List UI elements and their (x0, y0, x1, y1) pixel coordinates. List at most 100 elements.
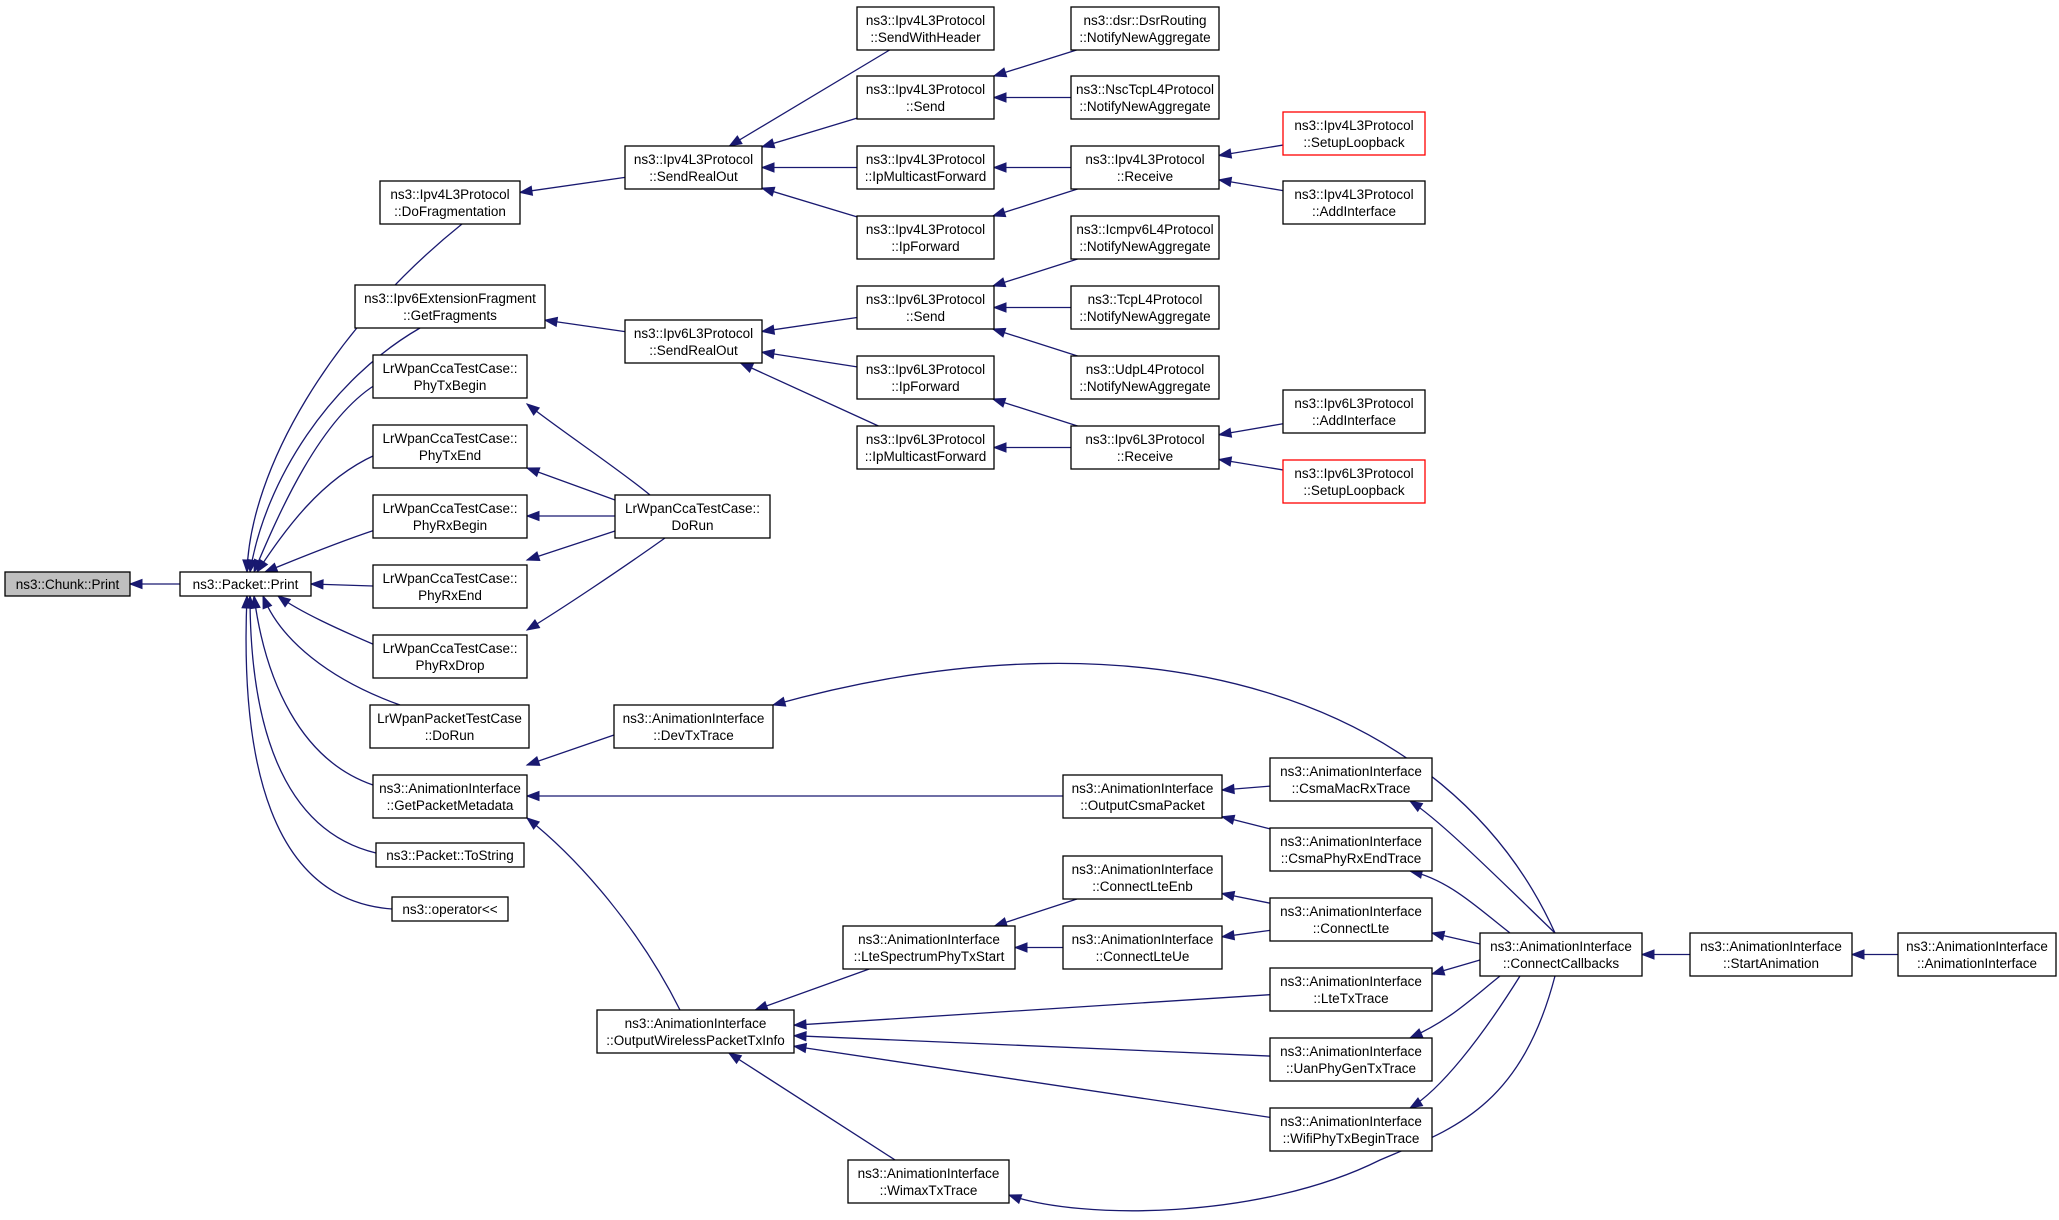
node-phytxbegin[interactable]: LrWpanCcaTestCase::PhyTxBegin (372, 354, 528, 399)
node-box (372, 564, 528, 609)
edge-phytxend-to-packet_print-arrowhead (256, 558, 269, 574)
node-lrwpanpkt[interactable]: LrWpanPacketTestCase::DoRun (369, 704, 530, 749)
node-box (379, 180, 521, 225)
node-box (1282, 111, 1426, 156)
node-uanphygen[interactable]: ns3::AnimationInterface::UanPhyGenTxTrac… (1269, 1037, 1433, 1082)
node-animiface[interactable]: ns3::AnimationInterface::AnimationInterf… (1897, 932, 2057, 977)
edge-connlteue-to-ltespectrum-arrowhead (1013, 942, 1028, 953)
node-v4sendrealout[interactable]: ns3::Ipv4L3Protocol::SendRealOut (624, 145, 763, 190)
node-udpl4[interactable]: ns3::UdpL4Protocol::NotifyNewAggregate (1070, 355, 1220, 400)
node-v6sendrealout[interactable]: ns3::Ipv6L3Protocol::SendRealOut (624, 319, 763, 364)
edge-v6setuploop-to-v6receive-arrowhead (1217, 456, 1233, 467)
node-dsr[interactable]: ns3::dsr::DsrRouting::NotifyNewAggregate (1070, 6, 1220, 51)
node-phytxend[interactable]: LrWpanCcaTestCase::PhyTxEnd (372, 424, 528, 469)
edge-uanphygen-to-outwireless (793, 1035, 1271, 1057)
node-connlteenb[interactable]: ns3::AnimationInterface::ConnectLteEnb (1062, 855, 1223, 900)
edge-v6sendrealout-to-ipv6ext (544, 319, 626, 333)
node-label-line: ns3::Packet::ToString (386, 848, 514, 863)
node-csmaphyrxend[interactable]: ns3::AnimationInterface::CsmaPhyRxEndTra… (1269, 827, 1433, 872)
edge-connectcb-to-wimax (1008, 975, 1556, 1212)
edge-operator-to-packet_print-arrowhead (241, 594, 252, 609)
node-ltetx[interactable]: ns3::AnimationInterface::LteTxTrace (1269, 967, 1433, 1012)
node-label-line: ns3::Ipv4L3Protocol (866, 13, 985, 28)
node-v4send[interactable]: ns3::Ipv4L3Protocol::Send (856, 75, 995, 120)
node-getpktmeta[interactable]: ns3::AnimationInterface::GetPacketMetada… (372, 774, 528, 819)
edge-connectcb-to-csmamacrx-arrowhead (1408, 800, 1424, 813)
node-label-line: ns3::Ipv4L3Protocol (634, 152, 753, 167)
node-box (1070, 145, 1220, 190)
node-nsctcp[interactable]: ns3::NscTcpL4Protocol::NotifyNewAggregat… (1070, 75, 1220, 120)
node-ltespectrum[interactable]: ns3::AnimationInterface::LteSpectrumPhyT… (842, 925, 1016, 970)
node-label-line: ns3::Ipv6L3Protocol (866, 292, 985, 307)
edge-v4sendrealout-to-dofrag-arrowhead (518, 185, 534, 196)
node-connectcb[interactable]: ns3::AnimationInterface::ConnectCallback… (1479, 932, 1643, 977)
node-connectlte[interactable]: ns3::AnimationInterface::ConnectLte (1269, 897, 1433, 942)
node-label-line: PhyRxDrop (415, 658, 484, 673)
node-box (856, 145, 995, 190)
edge-outwireless-to-getpktmeta-arrowhead (525, 817, 541, 830)
node-label-line: ::AnimationInterface (1917, 956, 2037, 971)
node-phyrxbegin[interactable]: LrWpanCcaTestCase::PhyRxBegin (372, 494, 528, 539)
node-label-line: ns3::UdpL4Protocol (1086, 362, 1205, 377)
node-ccadorun[interactable]: LrWpanCcaTestCase::DoRun (614, 494, 771, 539)
node-box (1062, 925, 1223, 970)
node-label-line: ::IpForward (891, 239, 959, 254)
node-label-line: ::NotifyNewAggregate (1079, 99, 1210, 114)
node-startanim[interactable]: ns3::AnimationInterface::StartAnimation (1689, 932, 1853, 977)
node-v6receive[interactable]: ns3::Ipv6L3Protocol::Receive (1070, 425, 1220, 470)
edge-connectcb-to-csmaphyrxend (1409, 870, 1511, 934)
node-csmamacrx[interactable]: ns3::AnimationInterface::CsmaMacRxTrace (1269, 757, 1433, 802)
node-phyrxdrop[interactable]: LrWpanCcaTestCase::PhyRxDrop (372, 634, 528, 679)
node-devtxtrace[interactable]: ns3::AnimationInterface::DevTxTrace (613, 704, 774, 749)
node-v6send[interactable]: ns3::Ipv6L3Protocol::Send (856, 285, 995, 330)
node-wimax[interactable]: ns3::AnimationInterface::WimaxTxTrace (847, 1159, 1010, 1204)
node-icmpv6[interactable]: ns3::Icmpv6L4Protocol::NotifyNewAggregat… (1070, 215, 1220, 260)
edge-wimax-to-outwireless-arrowhead (727, 1052, 743, 1065)
node-v6addif[interactable]: ns3::Ipv6L3Protocol::AddInterface (1282, 389, 1426, 434)
node-label-line: LrWpanCcaTestCase:: (382, 641, 517, 656)
node-v4setuploop[interactable]: ns3::Ipv4L3Protocol::SetupLoopback (1282, 111, 1426, 156)
edge-lrwpanpkt-to-packet_print-arrowhead (262, 594, 273, 610)
edge-connectcb-to-ltetx-arrowhead (1430, 965, 1446, 976)
node-v6setuploop[interactable]: ns3::Ipv6L3Protocol::SetupLoopback (1282, 459, 1426, 504)
node-label-line: ::LteTxTrace (1313, 991, 1388, 1006)
node-v4receive[interactable]: ns3::Ipv4L3Protocol::Receive (1070, 145, 1220, 190)
node-wifiphytx[interactable]: ns3::AnimationInterface::WifiPhyTxBeginT… (1269, 1107, 1433, 1152)
node-v4sendwh[interactable]: ns3::Ipv4L3Protocol::SendWithHeader (856, 6, 995, 51)
node-phyrxend[interactable]: LrWpanCcaTestCase::PhyRxEnd (372, 564, 528, 609)
node-box (1062, 855, 1223, 900)
node-v4fwd[interactable]: ns3::Ipv4L3Protocol::IpForward (856, 215, 995, 260)
node-outcsma[interactable]: ns3::AnimationInterface::OutputCsmaPacke… (1062, 774, 1223, 819)
node-v6fwd[interactable]: ns3::Ipv6L3Protocol::IpForward (856, 355, 995, 400)
edge-v6addif-to-v6receive-arrowhead (1217, 427, 1233, 438)
node-label-line: ::StartAnimation (1723, 956, 1819, 971)
edge-wifiphytx-to-outwireless (793, 1045, 1271, 1119)
node-ipv6ext[interactable]: ns3::Ipv6ExtensionFragment::GetFragments (354, 284, 546, 329)
node-v4addif[interactable]: ns3::Ipv4L3Protocol::AddInterface (1282, 180, 1426, 225)
edge-ltetx-to-outwireless (793, 994, 1271, 1026)
edge-v4receive-to-v4mcast-arrowhead (992, 162, 1007, 173)
edge-csmaphyrxend-to-outcsma-arrowhead (1220, 814, 1236, 825)
edge-operator-to-packet_print (245, 595, 393, 910)
node-v6mcast[interactable]: ns3::Ipv6L3Protocol::IpMulticastForward (856, 425, 995, 470)
node-box (1070, 285, 1220, 330)
edge-dsr-to-v4send (993, 49, 1077, 77)
edge-connectcb-to-wifiphytx-arrowhead (1408, 1097, 1424, 1109)
edge-v4fwd-to-v4sendrealout (761, 187, 858, 218)
edge-lrwpanpkt-to-packet_print (262, 595, 401, 706)
node-chunk-print[interactable]: ns3::Chunk::Print (4, 571, 131, 597)
node-box (1070, 6, 1220, 51)
node-box (856, 355, 995, 400)
node-v4mcast[interactable]: ns3::Ipv4L3Protocol::IpMulticastForward (856, 145, 995, 190)
node-label-line: ns3::Ipv6L3Protocol (1294, 466, 1413, 481)
edge-ccadorun-to-phyrxend (526, 530, 616, 561)
node-tostring[interactable]: ns3::Packet::ToString (375, 842, 525, 868)
node-tcpl4[interactable]: ns3::TcpL4Protocol::NotifyNewAggregate (1070, 285, 1220, 330)
node-connlteue[interactable]: ns3::AnimationInterface::ConnectLteUe (1062, 925, 1223, 970)
node-box (1070, 215, 1220, 260)
node-packet-print[interactable]: ns3::Packet::Print (179, 571, 312, 597)
node-dofrag[interactable]: ns3::Ipv4L3Protocol::DoFragmentation (379, 180, 521, 225)
node-box (1062, 774, 1223, 819)
node-operator[interactable]: ns3::operator<< (391, 896, 509, 922)
node-outwireless[interactable]: ns3::AnimationInterface::OutputWirelessP… (596, 1009, 795, 1054)
